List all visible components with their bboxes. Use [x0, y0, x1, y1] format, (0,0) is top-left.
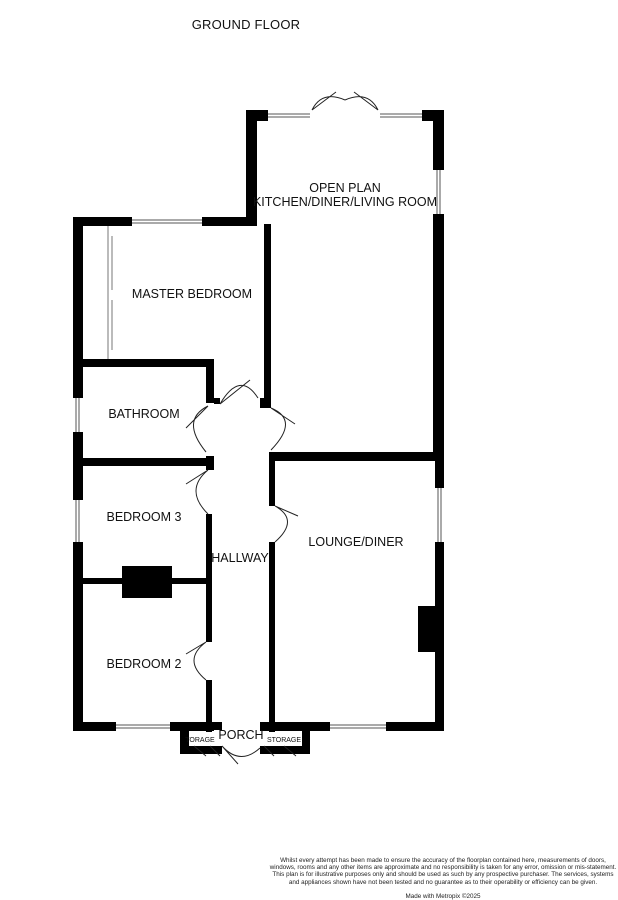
master-bedroom-label: MASTER BEDROOM [132, 287, 252, 301]
window [433, 170, 444, 214]
wall [212, 722, 222, 730]
wall [269, 452, 275, 506]
window [132, 217, 202, 226]
wall [260, 398, 271, 408]
storage-left-label: TORAGE [185, 737, 215, 744]
credit-text: Made with Metropix ©2025 [405, 893, 481, 900]
floor-title: GROUND FLOOR [191, 17, 301, 32]
porch-label: PORCH [218, 728, 263, 742]
window [330, 722, 386, 731]
wardrobe [107, 226, 113, 359]
wall [260, 746, 310, 754]
window [268, 110, 310, 121]
windows [73, 110, 444, 731]
wall [80, 458, 214, 466]
wall [180, 722, 214, 731]
wall [246, 110, 257, 226]
wall [269, 542, 275, 732]
wall [260, 722, 310, 731]
wall [302, 722, 310, 754]
wall [206, 359, 214, 403]
doors [185, 91, 380, 765]
window [435, 488, 444, 542]
wall [180, 722, 189, 754]
kitchen-label-line2: KITCHEN/DINER/LIVING ROOM [253, 195, 437, 209]
window [380, 110, 422, 121]
window [73, 500, 83, 542]
window [116, 722, 170, 731]
wall [180, 746, 222, 754]
bedroom3-label: BEDROOM 3 [106, 510, 181, 524]
room-labels: OPEN PLAN KITCHEN/DINER/LIVING ROOM MAST… [106, 181, 437, 744]
wall [206, 584, 212, 642]
wall [206, 514, 212, 584]
bathroom-label: BATHROOM [108, 407, 179, 421]
wall [269, 452, 444, 461]
window [73, 398, 83, 432]
chimney-breast [122, 566, 172, 598]
hallway-label: HALLWAY [211, 551, 269, 565]
wall [214, 398, 220, 404]
wall [433, 110, 444, 460]
bedroom2-label: BEDROOM 2 [106, 657, 181, 671]
wall [80, 359, 214, 367]
wall [206, 680, 212, 732]
wall [73, 217, 83, 729]
fireplace [418, 606, 435, 652]
storage-right-label: STORAGE [267, 737, 301, 744]
disclaimer-text: Whilst every attempt has been made to en… [269, 857, 617, 886]
wall [435, 452, 444, 731]
wall [264, 224, 271, 408]
kitchen-label-line1: OPEN PLAN [309, 181, 381, 195]
wall [206, 456, 214, 470]
lounge-label: LOUNGE/DINER [308, 535, 403, 549]
